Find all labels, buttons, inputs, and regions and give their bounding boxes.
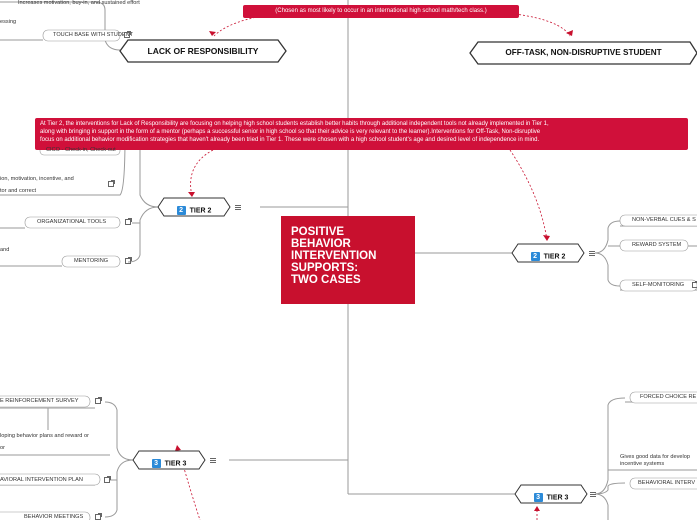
tier-number-icon: 3 — [151, 459, 161, 469]
central-line: INTERVENTION — [291, 250, 377, 262]
callout-line: along with bringing in support in the fo… — [40, 128, 541, 135]
node-forced-choice[interactable]: FORCED CHOICE RE — [640, 394, 697, 400]
central-topic[interactable]: POSITIVE BEHAVIOR INTERVENTION SUPPORTS:… — [281, 216, 415, 304]
tier-label: TIER 2 — [543, 253, 566, 261]
note-and: and — [0, 247, 10, 253]
branch-lack-of-responsibility[interactable]: LACK OF RESPONSIBILITY — [147, 46, 259, 56]
node-behavior-meetings[interactable]: BEHAVIOR MEETINGS — [24, 514, 84, 520]
tier-number-icon: 2 — [530, 252, 540, 262]
note-motivation: ion, motivation, incentive, and — [0, 176, 74, 182]
note-icon[interactable] — [692, 281, 697, 288]
note-icon[interactable] — [125, 218, 132, 225]
note-correct: tor and correct — [0, 188, 37, 194]
node-behavioral-intervention[interactable]: BEHAVIORAL INTERV — [638, 480, 696, 486]
menu-icon[interactable] — [589, 251, 595, 256]
tier-label: TIER 3 — [164, 460, 187, 468]
menu-icon[interactable] — [235, 205, 241, 210]
note-icon[interactable] — [104, 476, 111, 483]
callout-line: At Tier 2, the interventions for Lack of… — [40, 121, 549, 127]
node-organizational-tools[interactable]: ORGANIZATIONAL TOOLS — [37, 219, 107, 225]
node-self-monitoring[interactable]: SELF-MONITORING — [632, 282, 685, 288]
tier-number-icon: 2 — [176, 206, 186, 216]
node-touch-base[interactable]: TOUCH BASE WITH STUDENT — [53, 32, 134, 38]
note-or: or — [0, 445, 5, 451]
node-mentoring[interactable]: MENTORING — [74, 258, 109, 264]
note-essing: essing — [0, 19, 17, 25]
note-increases-motivation: Increases motivation, buy-in, and sustai… — [18, 0, 140, 6]
node-reinforcement-survey[interactable]: E REINFORCEMENT SURVEY — [0, 398, 79, 404]
tier-label: TIER 2 — [189, 207, 212, 215]
node-nonverbal-cues[interactable]: NON-VERBAL CUES & S — [632, 217, 696, 223]
menu-icon[interactable] — [210, 458, 216, 463]
callout-tier2-note[interactable]: At Tier 2, the interventions for Lack of… — [35, 118, 688, 150]
note-icon[interactable] — [95, 397, 102, 404]
note-icon[interactable] — [95, 513, 102, 520]
note-icon[interactable] — [125, 257, 132, 264]
callout-line: focus on additional behavior modificatio… — [40, 136, 540, 143]
node-behavioral-intervention-plan[interactable]: AVIORAL INTERVENTION PLAN — [0, 477, 83, 483]
note-gives-good-data: Gives good data for develop — [620, 454, 690, 460]
tier-label: TIER 3 — [546, 494, 569, 502]
note-incentive-systems: incentive systems — [620, 461, 665, 467]
menu-icon[interactable] — [590, 492, 596, 497]
branch-off-task-student[interactable]: OFF-TASK, NON-DISRUPTIVE STUDENT — [505, 48, 662, 57]
tier-number-icon: 3 — [533, 493, 543, 503]
note-developing: loping behavior plans and reward or — [0, 433, 89, 439]
central-line: TWO CASES — [291, 274, 361, 286]
callout-choice-note[interactable]: (Chosen as most likely to occur in an in… — [243, 5, 519, 18]
note-icon[interactable] — [124, 31, 131, 38]
central-line: SUPPORTS: — [291, 262, 359, 274]
central-line: BEHAVIOR — [291, 238, 351, 250]
note-icon[interactable] — [108, 180, 115, 187]
node-reward-system[interactable]: REWARD SYSTEM — [632, 242, 682, 248]
node-cico[interactable]: CICO - Check-in, Check-out — [46, 147, 116, 153]
central-line: POSITIVE — [291, 226, 345, 238]
